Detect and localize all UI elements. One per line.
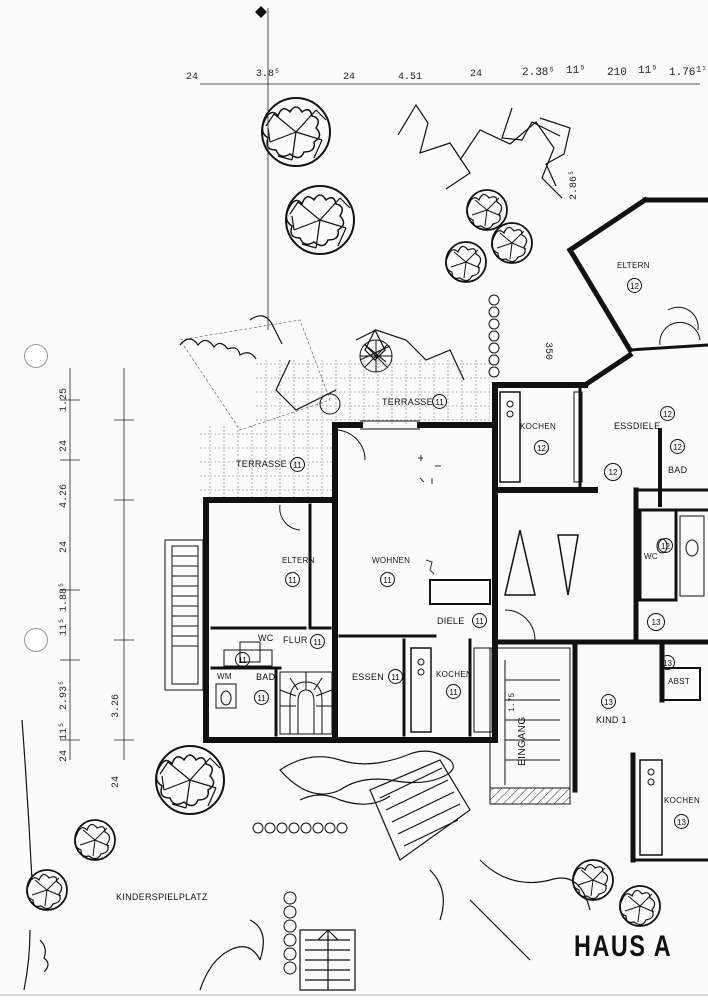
unit-badge-wc-left: 11 (235, 652, 250, 667)
dim-top-10: 1.76 (669, 67, 696, 79)
binder-hole-top (24, 344, 48, 368)
binder-hole-bottom (24, 628, 48, 652)
dim-stair: 1.75 (508, 692, 517, 712)
dim-left-8: 11⁵ (59, 721, 70, 740)
room-terrasse-left: TERRASSE (236, 459, 287, 469)
unit-badge-13-hall: 13 (647, 613, 665, 631)
dim-diagonal-top: 2.86⁵ (569, 169, 580, 200)
unit-badge-kochen-13: 13 (674, 814, 689, 829)
room-flur: FLUR (283, 635, 308, 645)
unit-badge-kochen-11: 11 (446, 684, 461, 699)
label-kinderspielplatz: KINDERSPIELPLATZ (116, 892, 208, 902)
dim-left-1: 1.25 (59, 387, 70, 412)
dim-left-10: 3.26 (111, 693, 122, 718)
plan-title: HAUS A (574, 930, 673, 963)
unit-badge-kind: 13 (601, 694, 616, 709)
dim-top-6: 2.38⁵ (522, 67, 556, 79)
dim-left-6: 11⁵ (59, 617, 70, 636)
room-wm-left: WM (217, 672, 232, 681)
dim-left-3: 4.26 (59, 483, 70, 508)
unit-badge-12-hall: 12 (604, 463, 622, 481)
room-terrasse-top: TERRASSE (382, 397, 433, 407)
dim-top-9: 11⁵ (638, 65, 658, 77)
unit-badge-wohnen: 11 (380, 572, 395, 587)
unit-badge-eltern-left: 11 (285, 572, 300, 587)
unit-badge-eltern-right: 12 (627, 278, 642, 293)
room-kochen-13: KOCHEN (664, 796, 701, 805)
dim-left-7: 2.93⁵ (59, 679, 70, 710)
dim-top-5: 24 (470, 69, 483, 80)
dim-left-4: 24 (59, 540, 70, 553)
dim-top-4: 4.51 (398, 72, 423, 83)
room-wc-12: WC (644, 552, 658, 561)
dim-top-7: 11⁵ (566, 65, 586, 77)
unit-badge-essdiele: 12 (660, 406, 675, 421)
dim-top-1: 24 (186, 72, 199, 83)
unit-badge-wc-12: 12 (658, 538, 673, 553)
room-kochen-11: KOCHEN (436, 670, 473, 679)
dim-top-2: 3.8⁵ (256, 69, 281, 80)
room-diele-11: DIELE (437, 616, 465, 626)
dim-left-5: 1.88⁵ (59, 581, 70, 612)
unit-badge-flur: 11 (310, 634, 325, 649)
room-eingang: EINGANG (517, 716, 528, 766)
room-bad-12: BAD (668, 465, 688, 475)
room-wohnen: WOHNEN (372, 556, 411, 565)
unit-badge-diele-11: 11 (472, 613, 487, 628)
room-eltern-left: ELTERN (282, 556, 315, 565)
room-eltern-right: ELTERN (617, 261, 650, 270)
dim-diagonal-mid: 350 (542, 342, 553, 361)
room-essdiele: ESSDIELE (614, 421, 661, 431)
room-wc-left: WC (258, 633, 274, 643)
room-kind: KIND 1 (596, 715, 627, 725)
unit-badge-terrasse-left: 11 (290, 457, 305, 472)
dim-top-3: 24 (343, 72, 356, 83)
dim-left-11: 24 (111, 775, 122, 788)
room-abst: ABST (668, 677, 691, 686)
dim-left-2: 24 (59, 439, 70, 452)
unit-badge-bad-left: 11 (254, 690, 269, 705)
unit-badge-kochen-12: 12 (534, 440, 549, 455)
unit-badge-13-small: 13 (660, 655, 675, 670)
dim-top-11: 1¹ (696, 65, 707, 75)
room-essen: ESSEN (352, 672, 385, 682)
room-bad-left: BAD (256, 672, 276, 682)
room-kochen-12: KOCHEN (520, 422, 557, 431)
dim-left-9: 24 (59, 749, 70, 762)
unit-badge-bad-12: 12 (670, 439, 685, 454)
dim-top-8: 210 (607, 67, 627, 79)
unit-badge-terrasse-top: 11 (432, 394, 447, 409)
unit-badge-essen: 11 (388, 669, 403, 684)
